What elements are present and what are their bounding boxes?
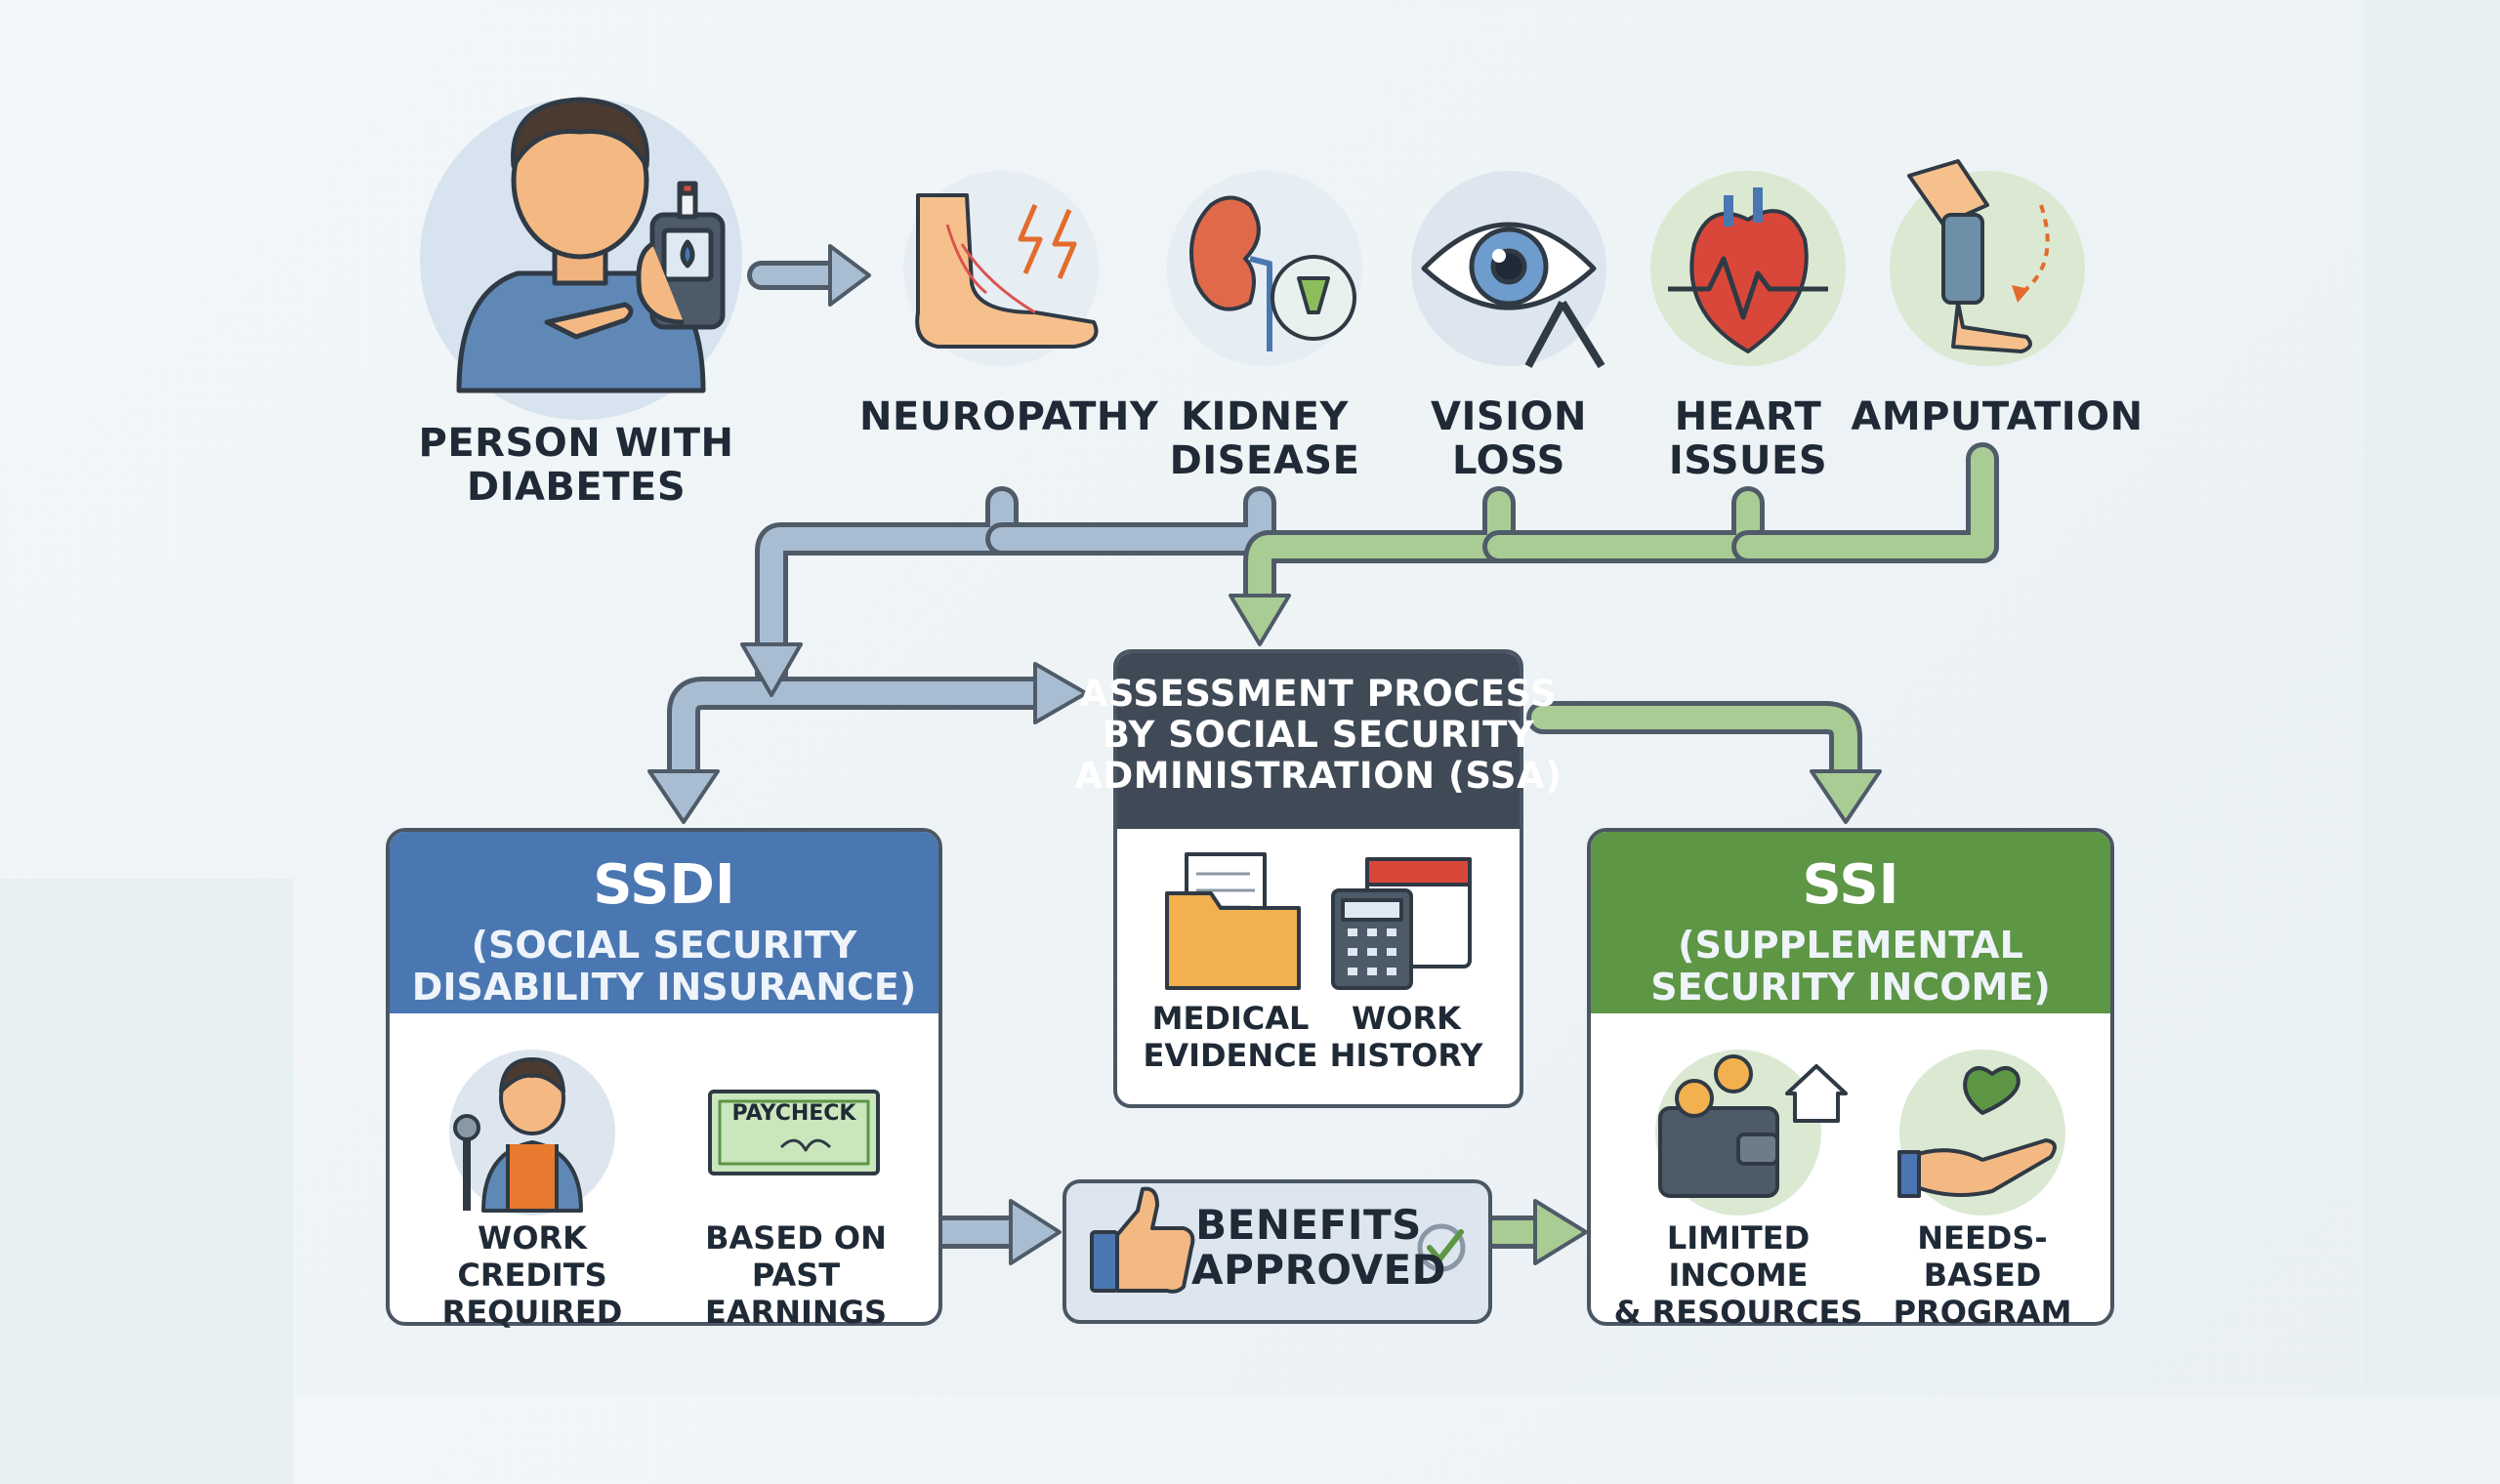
ssdi-subtitle-line: (SOCIAL SECURITY [471,924,857,967]
ssdi-item-work-credits: WORK CREDITS REQUIRED [400,1219,664,1331]
ssdi-item-line: WORK CREDITS [457,1219,607,1294]
assessment-item-line: EVIDENCE [1143,1036,1318,1074]
hand-heart-circle [1899,1050,2065,1216]
amputation-circle [1890,171,2085,366]
complication-label-line: NEUROPATHY [859,394,1159,439]
ssdi-item-line: PAST EARNINGS [704,1256,888,1331]
assessment-item-work: WORK HISTORY [1313,1000,1499,1075]
complication-label-line: AMPUTATION [1851,394,2144,439]
ssi-item-needs-based: NEEDS-BASED PROGRAM [1860,1219,2104,1331]
person-label: PERSON WITH DIABETES [391,422,762,510]
assessment-title-line: ASSESSMENT PROCESS [1079,673,1558,715]
ssdi-title: SSDI [593,853,735,917]
complication-label-line: LOSS [1452,437,1565,483]
benefits-label-line: BENEFITS [1195,1201,1422,1249]
wallet-circle [1655,1050,1821,1216]
flow-arrows [647,244,1999,1265]
ssdi-item-line: REQUIRED [441,1293,623,1331]
assessment-item-line: MEDICAL [1151,1000,1310,1037]
worker-circle [449,1050,615,1216]
paycheck-badge-label: PAYCHECK [731,1101,856,1126]
assessment-item-line: HISTORY [1329,1036,1483,1074]
ssdi-subtitle: (SOCIAL SECURITY DISABILITY INSURANCE) [390,925,938,1008]
ssdi-subtitle-line: DISABILITY INSURANCE) [411,965,917,1009]
benefits-label-line: APPROVED [1191,1246,1447,1295]
complication-label-amputation: AMPUTATION [1846,395,2148,439]
assessment-item-line: WORK [1352,1000,1461,1037]
complication-label-vision: VISION LOSS [1367,395,1650,483]
eye-circle [1411,171,1606,366]
complication-label-line: VISION [1430,394,1587,439]
ssdi-item-line: BASED ON [705,1219,887,1257]
ssdi-header: SSDI (SOCIAL SECURITY DISABILITY INSURAN… [390,832,938,1013]
ssi-title: SSI [1802,853,1899,917]
assessment-title-line: ADMINISTRATION (SSA) [1074,755,1562,798]
heart-circle [1650,171,1846,366]
benefits-label: BENEFITS APPROVED [1191,1201,1447,1295]
kidney-circle [1167,171,1362,366]
assessment-header [1117,653,1520,829]
ssi-item-line: PROGRAM [1893,1293,2072,1331]
ssi-item-line: LIMITED INCOME [1666,1219,1811,1294]
complication-label-line: KIDNEY [1181,394,1349,439]
assessment-item-medical: MEDICAL EVIDENCE [1133,1000,1328,1075]
ssi-subtitle-line: SECURITY INCOME) [1650,965,2051,1009]
ssi-item-limited-income: LIMITED INCOME & RESOURCES [1602,1219,1875,1331]
person-label-line: PERSON WITH [418,421,734,466]
ssdi-item-past-earnings: BASED ON PAST EARNINGS [664,1219,928,1331]
assessment-title: ASSESSMENT PROCESS BY SOCIAL SECURITY AD… [1074,673,1562,798]
complication-label-heart: HEART ISSUES [1606,395,1890,483]
complication-label-kidney: KIDNEY DISEASE [1123,395,1406,483]
complication-label-line: ISSUES [1668,437,1828,483]
assessment-title-line: BY SOCIAL SECURITY [1102,714,1535,757]
complication-label-neuropathy: NEUROPATHY [859,394,1159,439]
complication-label-line: DISEASE [1169,437,1360,483]
ssdi-box: SSDI (SOCIAL SECURITY DISABILITY INSURAN… [386,828,942,1326]
background-shape [2363,0,2500,1395]
neuropathy-circle [903,171,1099,366]
background-shape [0,879,293,1484]
person-avatar-circle [420,98,742,420]
assessment-box [1113,649,1523,1108]
ssi-subtitle: (SUPPLEMENTAL SECURITY INCOME) [1591,925,2110,1008]
ssi-item-line: & RESOURCES [1613,1293,1863,1331]
ssi-subtitle-line: (SUPPLEMENTAL [1678,924,2023,967]
ssi-item-line: NEEDS-BASED [1917,1219,2048,1294]
person-label-line: DIABETES [466,464,687,510]
ssi-header: SSI (SUPPLEMENTAL SECURITY INCOME) [1591,832,2110,1013]
complication-label-line: HEART [1674,394,1822,439]
